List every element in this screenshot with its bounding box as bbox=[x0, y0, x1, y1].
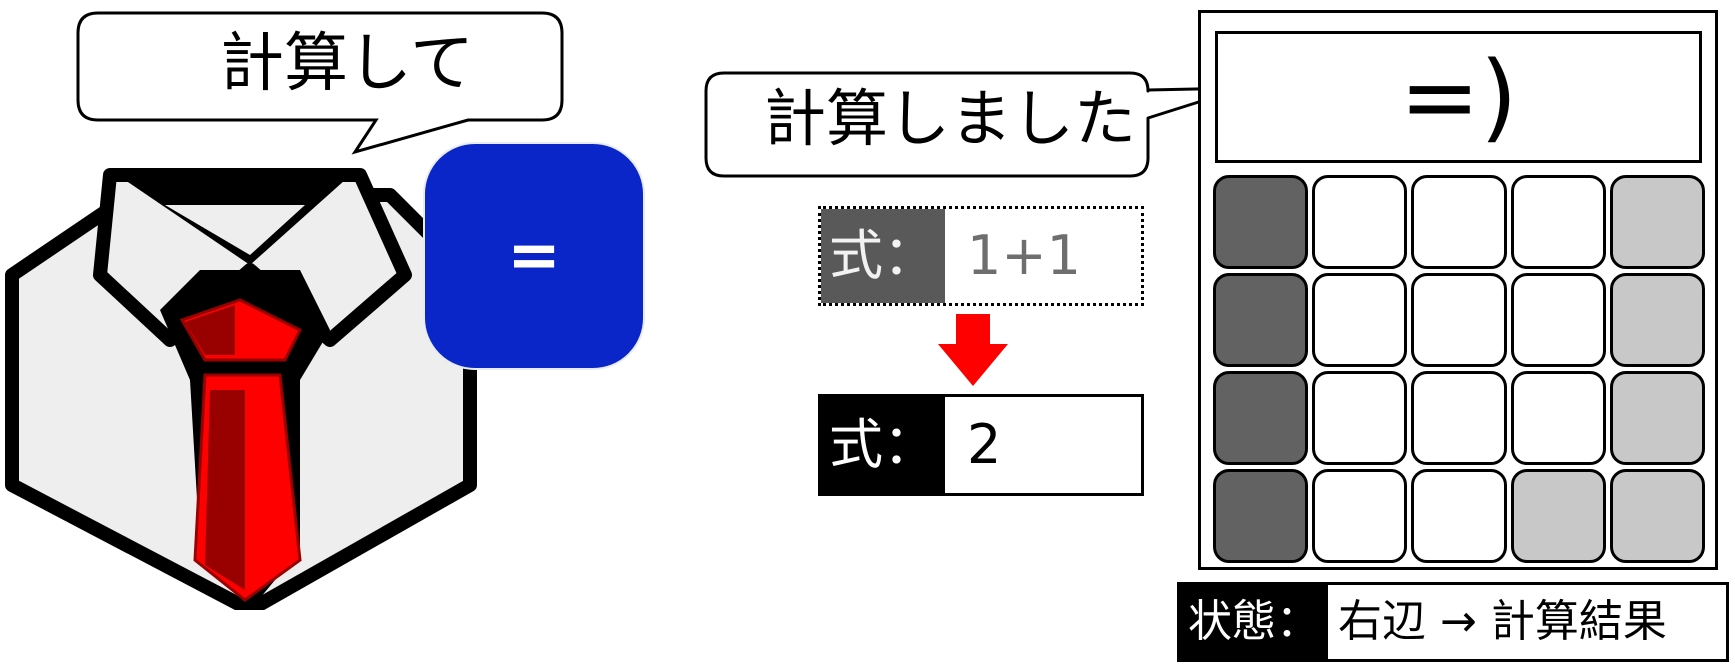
speech-bubble-request: 計算して bbox=[70, 10, 570, 155]
calculator-key[interactable] bbox=[1411, 175, 1507, 269]
expression-before: 式： 1+1 bbox=[818, 206, 1144, 306]
calculator: =) bbox=[1198, 10, 1718, 570]
calculator-key[interactable] bbox=[1312, 273, 1408, 367]
calculator-key[interactable] bbox=[1411, 371, 1507, 465]
calculator-key[interactable] bbox=[1609, 371, 1705, 465]
calculator-key[interactable] bbox=[1510, 273, 1606, 367]
calculator-key[interactable] bbox=[1411, 469, 1507, 563]
bubble-response-text: 計算しました bbox=[763, 82, 1136, 155]
speech-bubble-shape bbox=[704, 71, 1245, 178]
calculator-key[interactable] bbox=[1312, 175, 1408, 269]
expression-after-value: 2 bbox=[945, 397, 1141, 493]
expression-before-label: 式： bbox=[821, 209, 945, 303]
calculator-keypad bbox=[1213, 175, 1705, 563]
character-shirt-tie-icon bbox=[5, 168, 477, 610]
equals-key-button[interactable]: = bbox=[423, 142, 645, 370]
calculator-key[interactable] bbox=[1510, 371, 1606, 465]
speech-bubble-response: 計算しました bbox=[700, 70, 1250, 182]
calculator-key[interactable] bbox=[1411, 273, 1507, 367]
calculator-key[interactable] bbox=[1213, 175, 1309, 269]
calculator-key[interactable] bbox=[1609, 469, 1705, 563]
speech-bubble-shape bbox=[76, 11, 564, 155]
calculator-key[interactable] bbox=[1609, 175, 1705, 269]
expression-after: 式： 2 bbox=[818, 394, 1144, 496]
expression-before-value: 1+1 bbox=[967, 224, 1081, 287]
calculator-key[interactable] bbox=[1213, 273, 1309, 367]
bubble-request-text: 計算して bbox=[219, 27, 475, 101]
calculator-key[interactable] bbox=[1609, 273, 1705, 367]
calculator-key[interactable] bbox=[1312, 469, 1408, 563]
calculator-display: =) bbox=[1215, 31, 1702, 163]
status-label: 状態： bbox=[1180, 585, 1328, 659]
calculator-key[interactable] bbox=[1213, 371, 1309, 465]
arrow-down-icon bbox=[938, 314, 1008, 386]
calculator-key[interactable] bbox=[1510, 175, 1606, 269]
calculator-key[interactable] bbox=[1312, 371, 1408, 465]
calculator-key[interactable] bbox=[1213, 469, 1309, 563]
expression-after-label: 式： bbox=[821, 397, 945, 493]
calculator-display-text: =) bbox=[1399, 41, 1518, 153]
calculator-key[interactable] bbox=[1510, 469, 1606, 563]
status-bar: 状態： 右辺 → 計算結果 bbox=[1177, 582, 1729, 662]
equals-key-label: = bbox=[507, 219, 561, 293]
status-value: 右辺 → 計算結果 bbox=[1338, 596, 1667, 647]
